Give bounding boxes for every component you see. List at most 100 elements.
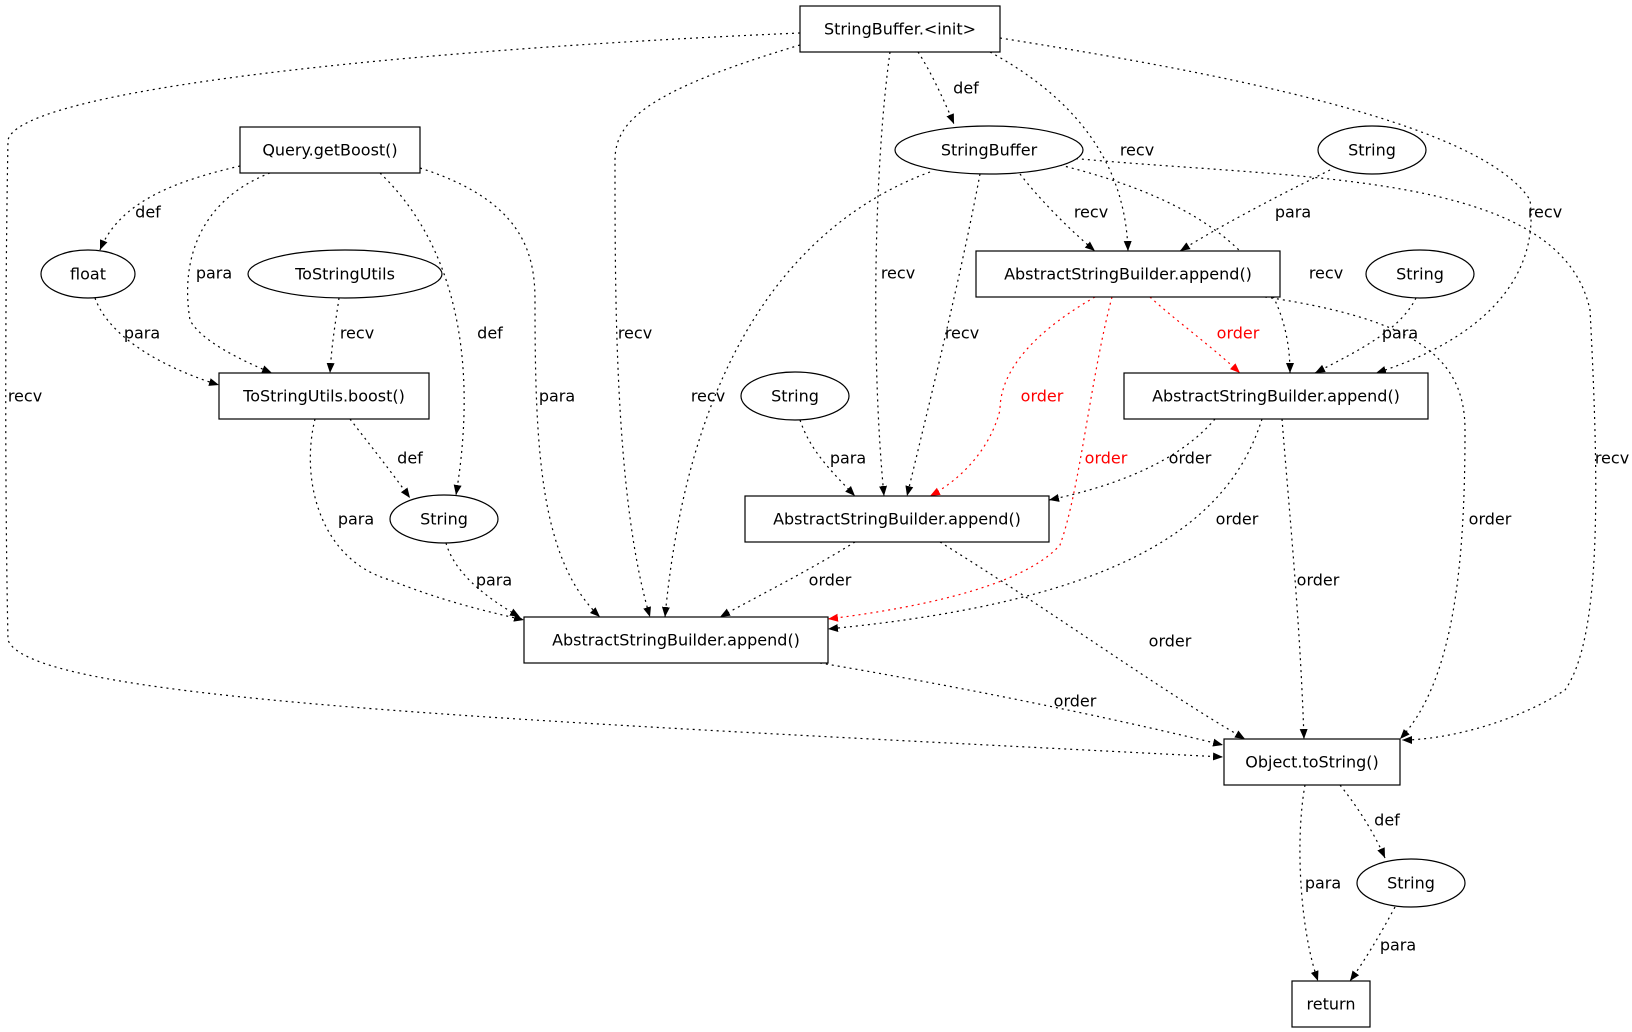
edge-line [1048,418,1216,502]
edge-line [5,32,1224,761]
node-box [744,495,1050,543]
edge-order: order [1281,418,1340,740]
edge-order: order [1048,418,1216,502]
edge-label: recv [945,324,979,343]
edge-line [875,51,891,497]
node-ellipse [740,371,850,421]
node-box [218,372,430,420]
edge-para: para [187,172,273,374]
edge-label: para [124,324,160,343]
edge-line [1179,169,1331,252]
node-box [239,126,421,174]
edge-label: recv [1074,203,1108,222]
node-string-mid: String [389,494,499,544]
node-box [523,616,829,664]
edge-line [1339,784,1386,859]
edge-line [827,418,1263,633]
edge-label: def [953,79,979,98]
edge-line [999,37,1532,374]
node-sb-init: StringBuffer.<init> [799,5,1001,53]
edge-label: order [1216,510,1259,529]
edge-line [917,51,955,125]
edge-def: def [99,165,241,251]
edge-label: recv [1120,141,1154,160]
edge-label: order [809,571,852,590]
edge-label: order [1169,449,1212,468]
edge-line [905,173,981,497]
node-box [1223,738,1401,786]
node-string-bottom: String [1356,858,1466,908]
edge-label: order [1149,632,1192,651]
node-object-tostring: Object.toString() [1223,738,1401,786]
edge-label: recv [8,387,42,406]
edge-line [1059,164,1294,374]
edge-label: recv [1528,203,1562,222]
node-label: String [1348,141,1396,160]
node-ellipse [389,494,499,544]
edge-line [379,172,465,496]
nodes-layer: StringBuffer.<init> Query.getBoost() Strin… [40,5,1475,1028]
edge-para: para [419,167,601,618]
edge-order: order [819,662,1224,747]
edge-recv: recv [999,37,1562,374]
edge-label: recv [1595,449,1629,468]
edge-para: para [445,542,521,618]
edge-label: def [135,203,161,222]
edge-recv: recv [1069,157,1629,744]
edge-label: recv [691,387,725,406]
edge-line [799,419,856,497]
node-asb-append-1: AbstractStringBuilder.append() [975,250,1281,298]
node-ellipse [1365,249,1475,299]
node-tostringutils-boost: ToStringUtils.boost() [218,372,430,420]
node-stringbuffer: StringBuffer [894,125,1084,175]
node-box [799,5,1001,53]
node-label: String [420,510,468,529]
edge-recv: recv [989,51,1154,252]
edge-line [827,296,1113,622]
edge-order: order [929,296,1096,497]
edge-recv: recv [326,297,374,374]
edge-order: order [719,541,856,618]
edge-para: para [94,297,220,386]
node-label: return [1307,995,1356,1014]
edge-line [309,418,525,622]
node-ellipse [894,125,1084,175]
node-label: AbstractStringBuilder.append() [1152,387,1400,406]
edge-label: def [397,449,423,468]
edge-def: def [379,172,503,496]
edge-label: order [1054,692,1097,711]
node-label: float [70,265,106,284]
node-label: Object.toString() [1245,753,1379,772]
edge-line [1019,173,1096,252]
edge-label: para [1275,203,1311,222]
edge-line [614,44,801,618]
node-tostringutils: ToStringUtils [247,249,443,299]
edge-label: para [1382,324,1418,343]
node-label: String [771,387,819,406]
edge-label: recv [1309,264,1343,283]
node-asb-append-4: AbstractStringBuilder.append() [523,616,829,664]
edge-order: order [827,418,1263,633]
edge-label: para [196,264,232,283]
edge-line [939,541,1246,740]
node-label: StringBuffer.<init> [824,20,976,39]
edge-label: para [1305,874,1341,893]
node-query-getboost: Query.getBoost() [239,126,421,174]
edge-para: para [1349,906,1416,982]
edge-label: order [1085,449,1128,468]
edge-label: para [476,571,512,590]
node-label: StringBuffer [941,141,1038,160]
node-box [975,250,1281,298]
edge-def: def [917,51,979,125]
edge-label: order [1217,324,1260,343]
edge-label: para [539,387,575,406]
node-ellipse [1356,858,1466,908]
edge-label: order [1021,387,1064,406]
node-label: AbstractStringBuilder.append() [1004,265,1252,284]
edge-recv: recv [905,173,981,497]
edge-para: para [309,418,525,622]
node-label: AbstractStringBuilder.append() [552,631,800,650]
edges-layer: defrecvrecvrecvrecvrecvrecvrecvrecvrecvr… [5,32,1629,982]
node-string-top: String [1317,125,1427,175]
